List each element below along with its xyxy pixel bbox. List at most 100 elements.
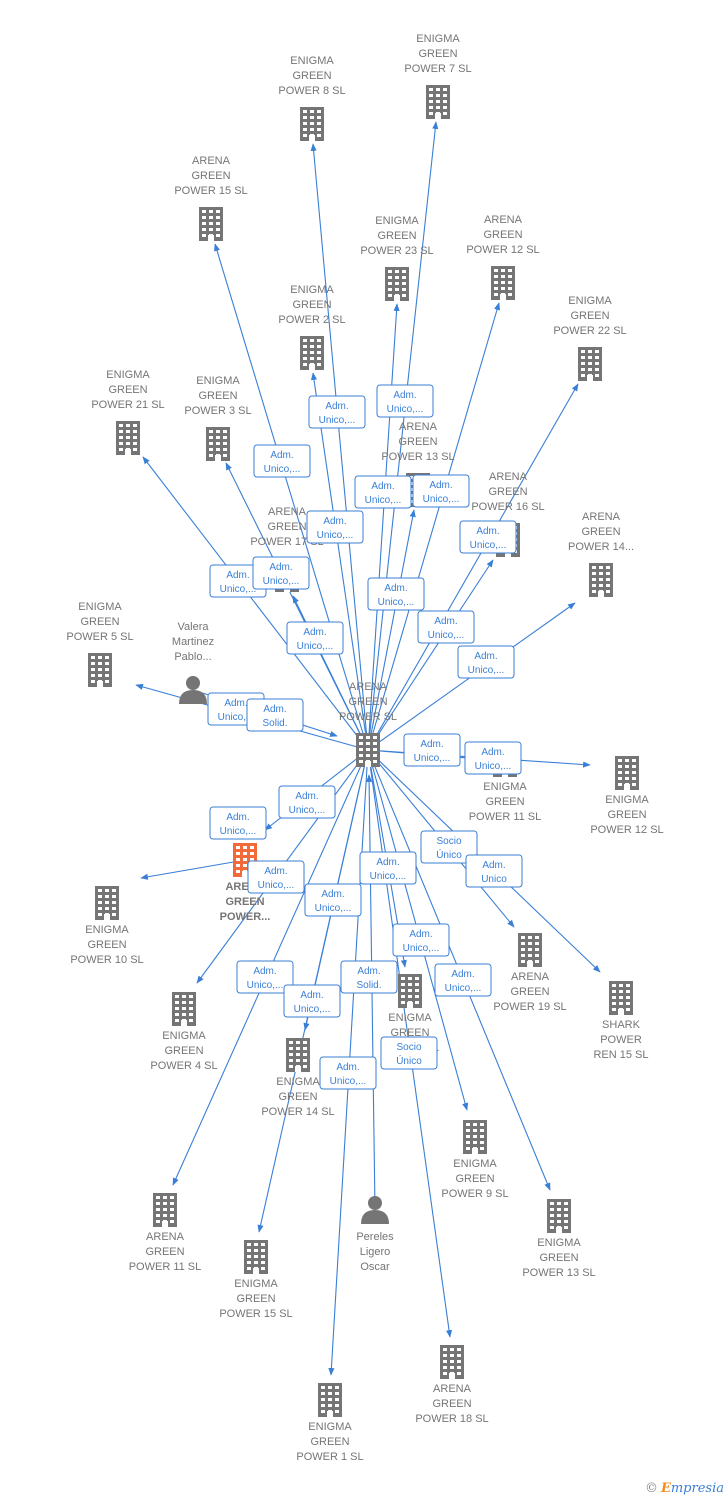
edge-label-box[interactable] — [417, 610, 475, 644]
edge-label-shark[interactable]: Adm.Unico — [465, 854, 523, 888]
edge-label-eg2[interactable]: Adm.Unico,... — [306, 510, 364, 544]
edge-label-ag12[interactable]: Adm.Unico,... — [412, 474, 470, 508]
edge-label-box[interactable] — [465, 854, 523, 888]
node-valera[interactable]: ValeraMartinezPablo... — [172, 621, 214, 704]
building-window — [98, 668, 102, 671]
edge-label-ag15a[interactable]: Adm.Unico,... — [253, 444, 311, 478]
edge-label-eg14[interactable]: Adm.Unico,... — [304, 883, 362, 917]
edge-label-box[interactable] — [306, 510, 364, 544]
edge-label-box[interactable] — [304, 883, 362, 917]
edge-label-box[interactable] — [340, 960, 398, 994]
edge-label-ag11[interactable]: Adm.Unico,... — [236, 960, 294, 994]
edge-label-box[interactable] — [420, 830, 478, 864]
edge-label-box[interactable] — [209, 806, 267, 840]
edge-label-agp[interactable]: Adm.Unico,... — [278, 785, 336, 819]
building-window — [429, 100, 433, 103]
edge-label-text: Unico,... — [378, 597, 415, 608]
edge-label-box[interactable] — [278, 785, 336, 819]
edge-label-ag16[interactable]: Adm.Unico,... — [417, 610, 475, 644]
edge-label-box[interactable] — [246, 698, 304, 732]
edge-label-eg7[interactable]: Adm.Unico,... — [376, 384, 434, 418]
edge-label-eg15[interactable]: Adm.Unico,... — [283, 984, 341, 1018]
building-window — [581, 362, 585, 365]
edge-label-box[interactable] — [434, 963, 492, 997]
node-label: ENIGMA — [196, 375, 240, 387]
building-window — [303, 116, 307, 119]
edge-label-center[interactable]: Adm.Solid. — [340, 960, 398, 994]
edge-label-box[interactable] — [380, 1036, 438, 1070]
edge-label-eg21[interactable]: Adm.Unico,... — [209, 564, 267, 598]
edge-label-box[interactable] — [283, 984, 341, 1018]
edge-label-box[interactable] — [459, 520, 517, 554]
edge-label-box[interactable] — [367, 577, 425, 611]
edge-label-box[interactable] — [308, 395, 366, 429]
edge-label-ag13[interactable]: Adm.Unico,... — [367, 577, 425, 611]
edge-label-eg12[interactable]: Adm.Unico,... — [464, 741, 522, 775]
building-window — [98, 662, 102, 665]
edge-label-eg22[interactable]: Adm.Unico,... — [459, 520, 517, 554]
edge-label-box[interactable] — [319, 1056, 377, 1090]
edge-label-box[interactable] — [412, 474, 470, 508]
edge-label-box[interactable] — [464, 741, 522, 775]
edge-label-box[interactable] — [247, 860, 305, 894]
edge-label-eg23[interactable]: Adm.Unico,... — [354, 475, 412, 509]
edge-label-eg9[interactable]: Adm.Unico,... — [392, 923, 450, 957]
edge-label-eg13[interactable]: Adm.Unico,... — [434, 963, 492, 997]
edge-label-ag17[interactable]: Adm.Unico,... — [286, 621, 344, 655]
edge-label-eg8[interactable]: Adm.Unico,... — [308, 395, 366, 429]
edge-label-eg4[interactable]: Adm.Unico,... — [247, 860, 305, 894]
edge-label-egx[interactable]: Adm.Unico,... — [359, 851, 417, 885]
node-label: Ligero — [360, 1246, 391, 1258]
node-label: GREEN — [398, 436, 437, 448]
edge-label-eg1[interactable]: Adm.Unico,... — [319, 1056, 377, 1090]
edge-label-box[interactable] — [359, 851, 417, 885]
edge-label-box[interactable] — [392, 923, 450, 957]
edge-label-center[interactable]: Adm.Solid. — [246, 698, 304, 732]
edge-label-box[interactable] — [286, 621, 344, 655]
edge-label-eg3[interactable]: Adm.Unico,... — [252, 556, 310, 590]
edge-label-text: Adm. — [226, 570, 249, 581]
edge-label-ag14[interactable]: Adm.Unico,... — [457, 645, 515, 679]
edge-label-box[interactable] — [457, 645, 515, 679]
edge-label-box[interactable] — [403, 733, 461, 767]
building-window — [209, 210, 213, 213]
edge-label-box[interactable] — [376, 384, 434, 418]
building-window — [321, 1392, 325, 1395]
edge-label-eg10[interactable]: Adm.Unico,... — [209, 806, 267, 840]
edge-label-text: Adm. — [357, 966, 380, 977]
edge-label-eg11[interactable]: Adm.Unico,... — [403, 733, 461, 767]
edge-label-box[interactable] — [354, 475, 412, 509]
edge-label-box[interactable] — [253, 444, 311, 478]
edge-label-box[interactable] — [236, 960, 294, 994]
edge-label-box[interactable] — [252, 556, 310, 590]
building-window — [480, 1129, 484, 1132]
